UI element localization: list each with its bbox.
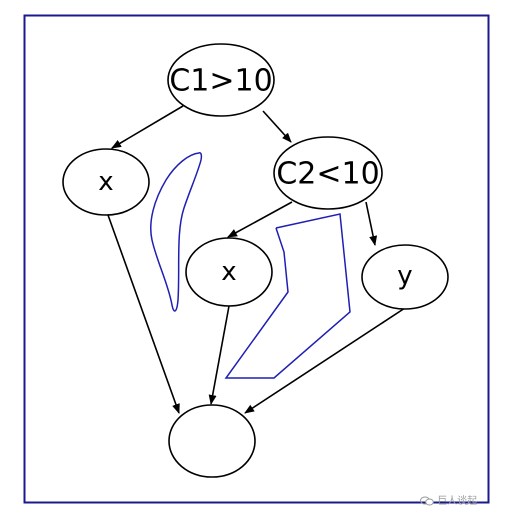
edge-c2-to-mid-x (227, 201, 293, 238)
edge-y-to-sink (244, 307, 406, 414)
node-left-x-label: x (98, 167, 113, 197)
node-sink (168, 404, 256, 478)
edge-root-to-c2 (262, 110, 292, 143)
node-c2 (273, 136, 383, 210)
watermark: 巨人谈起 (420, 492, 477, 507)
wechat-icon (420, 496, 434, 506)
edge-root-to-left-x (111, 105, 184, 149)
node-y (361, 244, 449, 310)
node-mid-x (185, 237, 273, 307)
watermark-text: 巨人谈起 (437, 496, 478, 507)
node-mid-x-label: x (221, 257, 236, 287)
outer-frame (23, 14, 490, 504)
node-left-x (62, 148, 150, 216)
node-c2-label: C2<10 (276, 157, 379, 192)
edge-left-x-to-sink (107, 214, 180, 414)
annotation-leaf-shape (150, 152, 203, 312)
annotation-bracket-shape (224, 213, 351, 379)
node-root (167, 43, 275, 117)
edge-c2-to-y (365, 201, 378, 246)
node-root-label: C1>10 (169, 64, 272, 99)
edge-mid-x-to-sink (208, 305, 230, 405)
node-y-label: y (397, 261, 412, 291)
